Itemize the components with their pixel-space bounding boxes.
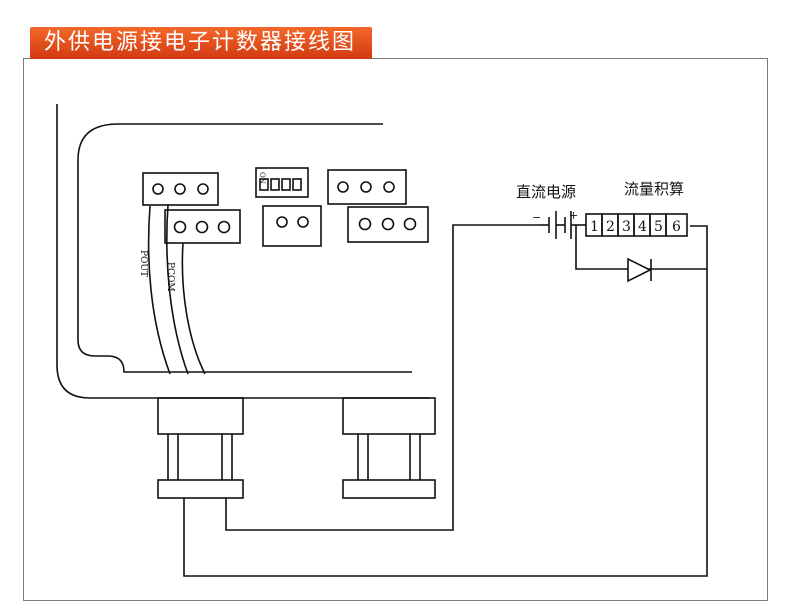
frame-left-border xyxy=(23,58,24,601)
wire-label-pout: POUT xyxy=(138,250,148,277)
cable-gland-right xyxy=(342,397,436,499)
terminal-block-2 xyxy=(164,209,241,244)
frame-top-border xyxy=(23,58,768,59)
diode-symbol xyxy=(627,257,652,283)
terminal-block-5 xyxy=(347,206,429,243)
dip-switch: ON xyxy=(255,167,309,198)
signal-wires xyxy=(147,204,206,375)
dip-switch-on-label: ON xyxy=(258,172,266,184)
dc-power-supply-symbol xyxy=(538,211,586,239)
wire-label-pcom: PCOM xyxy=(165,262,175,292)
cable-gland-left xyxy=(157,397,244,499)
polarity-plus: + xyxy=(569,209,578,222)
external-wiring xyxy=(183,224,708,577)
polarity-minus: − xyxy=(532,211,541,224)
page-title: 外供电源接电子计数器接线图 xyxy=(30,27,373,59)
terminal-number-4: 4 xyxy=(638,219,647,235)
terminal-number-1: 1 xyxy=(590,219,599,235)
flow-total-label: 流量积算 xyxy=(624,180,684,198)
frame-right-border xyxy=(767,58,768,601)
terminal-block-4 xyxy=(327,169,407,205)
terminal-number-3: 3 xyxy=(622,219,631,235)
power-supply-label: 直流电源 xyxy=(516,183,576,201)
terminal-block-1 xyxy=(142,172,219,206)
flowmeter-housing xyxy=(56,104,430,399)
terminal-block-3 xyxy=(262,205,322,247)
terminal-number-6: 6 xyxy=(672,219,681,235)
counter-terminal-strip xyxy=(585,213,688,237)
terminal-number-2: 2 xyxy=(606,219,615,235)
terminal-number-5: 5 xyxy=(654,219,663,235)
